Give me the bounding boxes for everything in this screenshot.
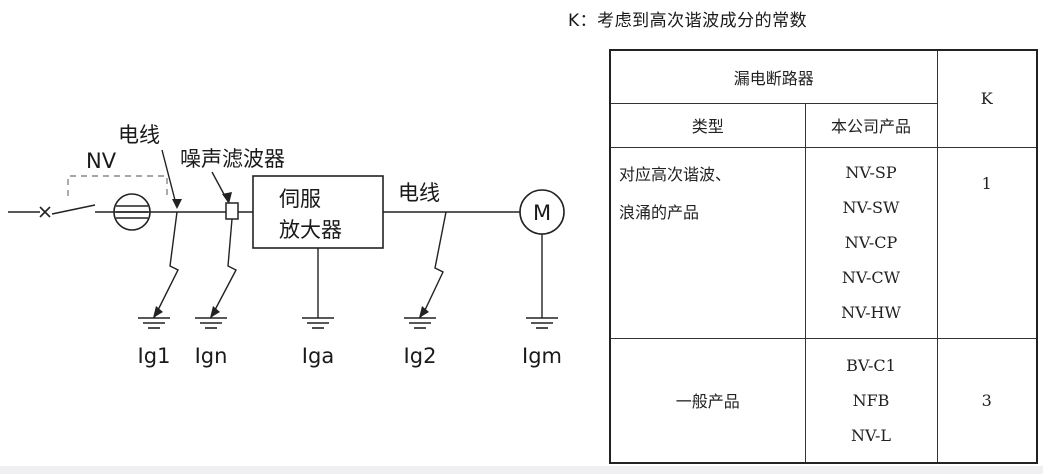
servo-amplifier-box xyxy=(252,175,384,249)
ground-icon xyxy=(302,317,334,329)
table-cell-k: 3 xyxy=(936,337,1038,464)
leakage-path-ign xyxy=(210,218,237,319)
servo-amp-label-line2: 放大器 xyxy=(279,218,342,242)
breaker-k-table: 漏电断路器 K 类型 本公司产品 对应高次谐波、 浪涌的产品 NV-SP NV-… xyxy=(609,49,1039,464)
product-model: NV-HW xyxy=(841,303,901,323)
product-model: NV-CW xyxy=(841,268,901,288)
leakage-path-ig2 xyxy=(419,211,447,319)
type-line: 一般产品 xyxy=(675,392,740,412)
table-header-k: K xyxy=(936,49,1038,148)
leakage-arrow-icon xyxy=(210,306,220,318)
wire2-label: 电线 xyxy=(398,181,440,205)
table-cell-products: BV-C1 NFB NV-L xyxy=(804,337,938,464)
k-constant-note: K：考虑到高次谐波成分的常数 xyxy=(568,11,808,31)
leakage-path-ig1 xyxy=(153,211,179,319)
leakage-label-ig2: Ig2 xyxy=(404,344,437,368)
leakage-arrow-icon xyxy=(419,306,429,318)
product-model: NV-L xyxy=(850,425,892,445)
table-cell-type: 一般产品 xyxy=(609,337,806,464)
table-cell-k: 1 xyxy=(936,146,1038,339)
table-header-type: 类型 xyxy=(609,102,806,148)
leakage-label-ig1: Ig1 xyxy=(138,344,171,368)
ground-icon xyxy=(404,317,436,329)
wire1-leader xyxy=(161,149,177,205)
leakage-label-iga: Iga xyxy=(302,344,334,368)
leakage-label-ign: Ign xyxy=(195,344,228,368)
product-model: NFB xyxy=(852,390,890,410)
product-model: BV-C1 xyxy=(846,355,896,375)
noise-filter-box xyxy=(225,202,239,220)
nv-label: NV xyxy=(86,149,117,173)
noise-filter-label: 噪声滤波器 xyxy=(180,147,285,171)
table-cell-type: 对应高次谐波、 浪涌的产品 xyxy=(609,146,806,339)
table-cell-products: NV-SP NV-SW NV-CP NV-CW NV-HW xyxy=(804,146,938,339)
product-model: NV-CP xyxy=(844,233,898,253)
table-header-product: 本公司产品 xyxy=(804,102,938,148)
product-model: NV-SW xyxy=(842,198,900,218)
table-group-header: 漏电断路器 xyxy=(609,49,938,104)
product-model: NV-SP xyxy=(845,163,897,183)
type-line: 浪涌的产品 xyxy=(619,202,700,222)
motor-label: M xyxy=(533,201,551,225)
ground-icon xyxy=(138,317,170,329)
type-line: 对应高次谐波、 xyxy=(619,164,732,184)
zct-icon xyxy=(113,193,151,231)
leakage-label-igm: Igm xyxy=(522,344,562,368)
wire1-arrow-icon xyxy=(172,199,182,209)
bottom-strip xyxy=(0,466,1043,474)
nv-dashed-bracket xyxy=(67,175,168,196)
leakage-arrow-icon xyxy=(153,306,163,318)
servo-amp-label-line1: 伺服 xyxy=(279,187,321,211)
breaker-x-mark xyxy=(39,206,51,218)
ground-icon xyxy=(526,317,558,329)
wire1-label: 电线 xyxy=(118,123,160,147)
noise-filter-arrow-icon xyxy=(222,192,232,204)
breaker-contact xyxy=(51,204,96,215)
ground-icon xyxy=(195,317,227,329)
